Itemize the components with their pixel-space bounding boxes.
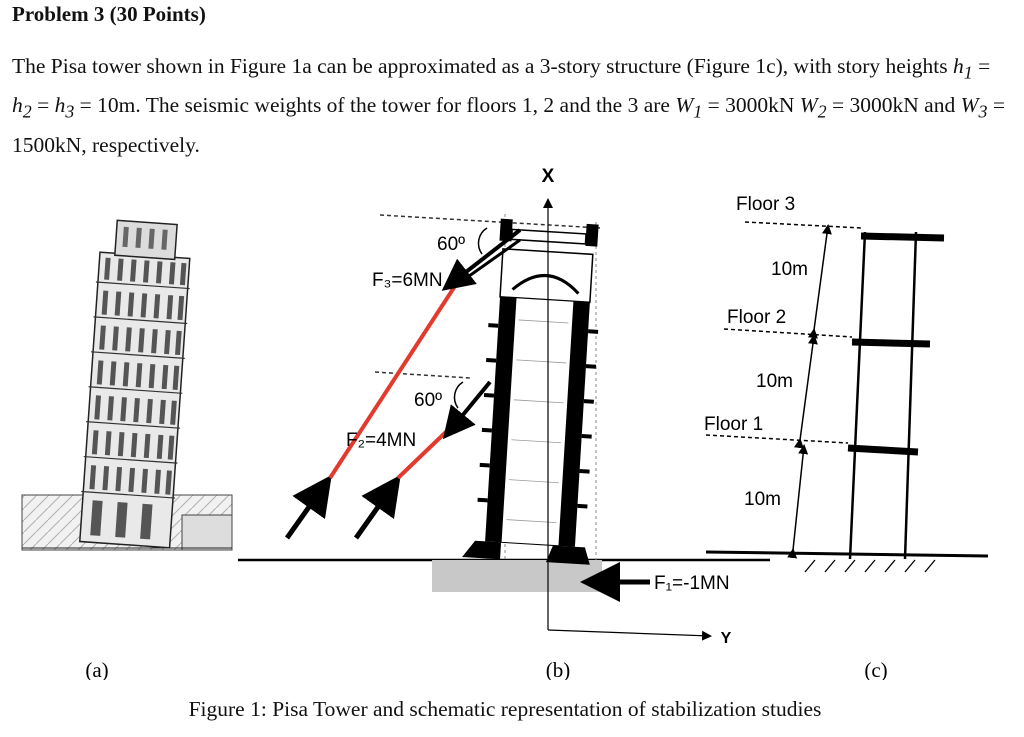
tower-section (462, 218, 599, 565)
dimension-bottom (787, 444, 809, 559)
three-story-frame-diagram: Floor 3 Floor 2 Floor 1 10m 10m 10m (704, 194, 989, 573)
problem-title: Problem 3 (30 Points) (12, 2, 206, 26)
force-2-arrow (442, 380, 492, 440)
var-w3: W3 (960, 93, 988, 122)
y-axis (547, 629, 712, 641)
panel-b-label: (b) (546, 658, 571, 680)
dimension-top (807, 224, 832, 339)
dimension-mid (793, 334, 818, 449)
angle-top-label: 60º (437, 234, 465, 255)
force-3-line (328, 284, 457, 480)
angle-mid-label: 60º (414, 390, 442, 411)
var-w2: W2 (799, 93, 827, 122)
panel-c-label: (c) (864, 658, 887, 680)
force-2-line (396, 428, 450, 480)
frame-ground-line (705, 550, 989, 558)
angle-arc-top (477, 227, 488, 255)
var-h2: h2 (12, 93, 32, 122)
statement-w2-value: = 3000kN and (826, 93, 961, 118)
statement-eq2: = (31, 93, 55, 118)
statement-mid: = 10m. The seismic weights of the tower … (74, 93, 676, 118)
panel-a-label: (a) (85, 658, 108, 680)
height-mid-label: 10m (756, 371, 793, 392)
statement-w1-value: = 3000kN (702, 93, 800, 118)
floor-2-label: Floor 2 (727, 307, 786, 328)
frame-column-right (903, 231, 918, 560)
floor-1-label: Floor 1 (704, 414, 763, 435)
force-2-base-arrow (353, 474, 401, 540)
statement-eq1: = (972, 54, 991, 78)
axis-y-label: Y (721, 630, 732, 647)
angle-arc-mid (453, 381, 464, 409)
floor-2-slab (851, 338, 931, 348)
var-h1: h1 (953, 54, 973, 83)
force-3-label: F₃=6MN (372, 270, 443, 291)
foundation (432, 560, 602, 592)
statement-intro: The Pisa tower shown in Figure 1a can be… (12, 54, 954, 78)
axis-x-label: X (542, 166, 555, 187)
floor-1-slab (847, 444, 919, 456)
tower-cross-section-diagram: X Y 60º 60º F₃=6MN F₂=4MN F₁=-1MN (238, 166, 770, 647)
problem-statement: The Pisa tower shown in Figure 1a can be… (12, 50, 1012, 162)
force-1-label: F₁=-1MN (654, 573, 730, 594)
height-top-label: 10m (771, 259, 808, 280)
force-3-base-arrow (284, 474, 332, 540)
var-w1: W1 (675, 93, 703, 122)
frame-column-left (848, 231, 867, 560)
floor-3-slab (860, 232, 945, 242)
force-2-label: F₂=4MN (346, 430, 416, 451)
figure-caption: Figure 1: Pisa Tower and schematic repre… (188, 697, 822, 721)
statement-end: = 1500kN, respectively. (12, 93, 1005, 157)
figure-1: X Y 60º 60º F₃=6MN F₂=4MN F₁=-1MN Floor … (21, 166, 989, 680)
height-bottom-label: 10m (744, 489, 781, 510)
pisa-tower-illustration (21, 219, 233, 551)
floor-3-label: Floor 3 (736, 194, 795, 215)
force-3-arrow (441, 228, 522, 291)
var-h3: h3 (54, 93, 75, 122)
